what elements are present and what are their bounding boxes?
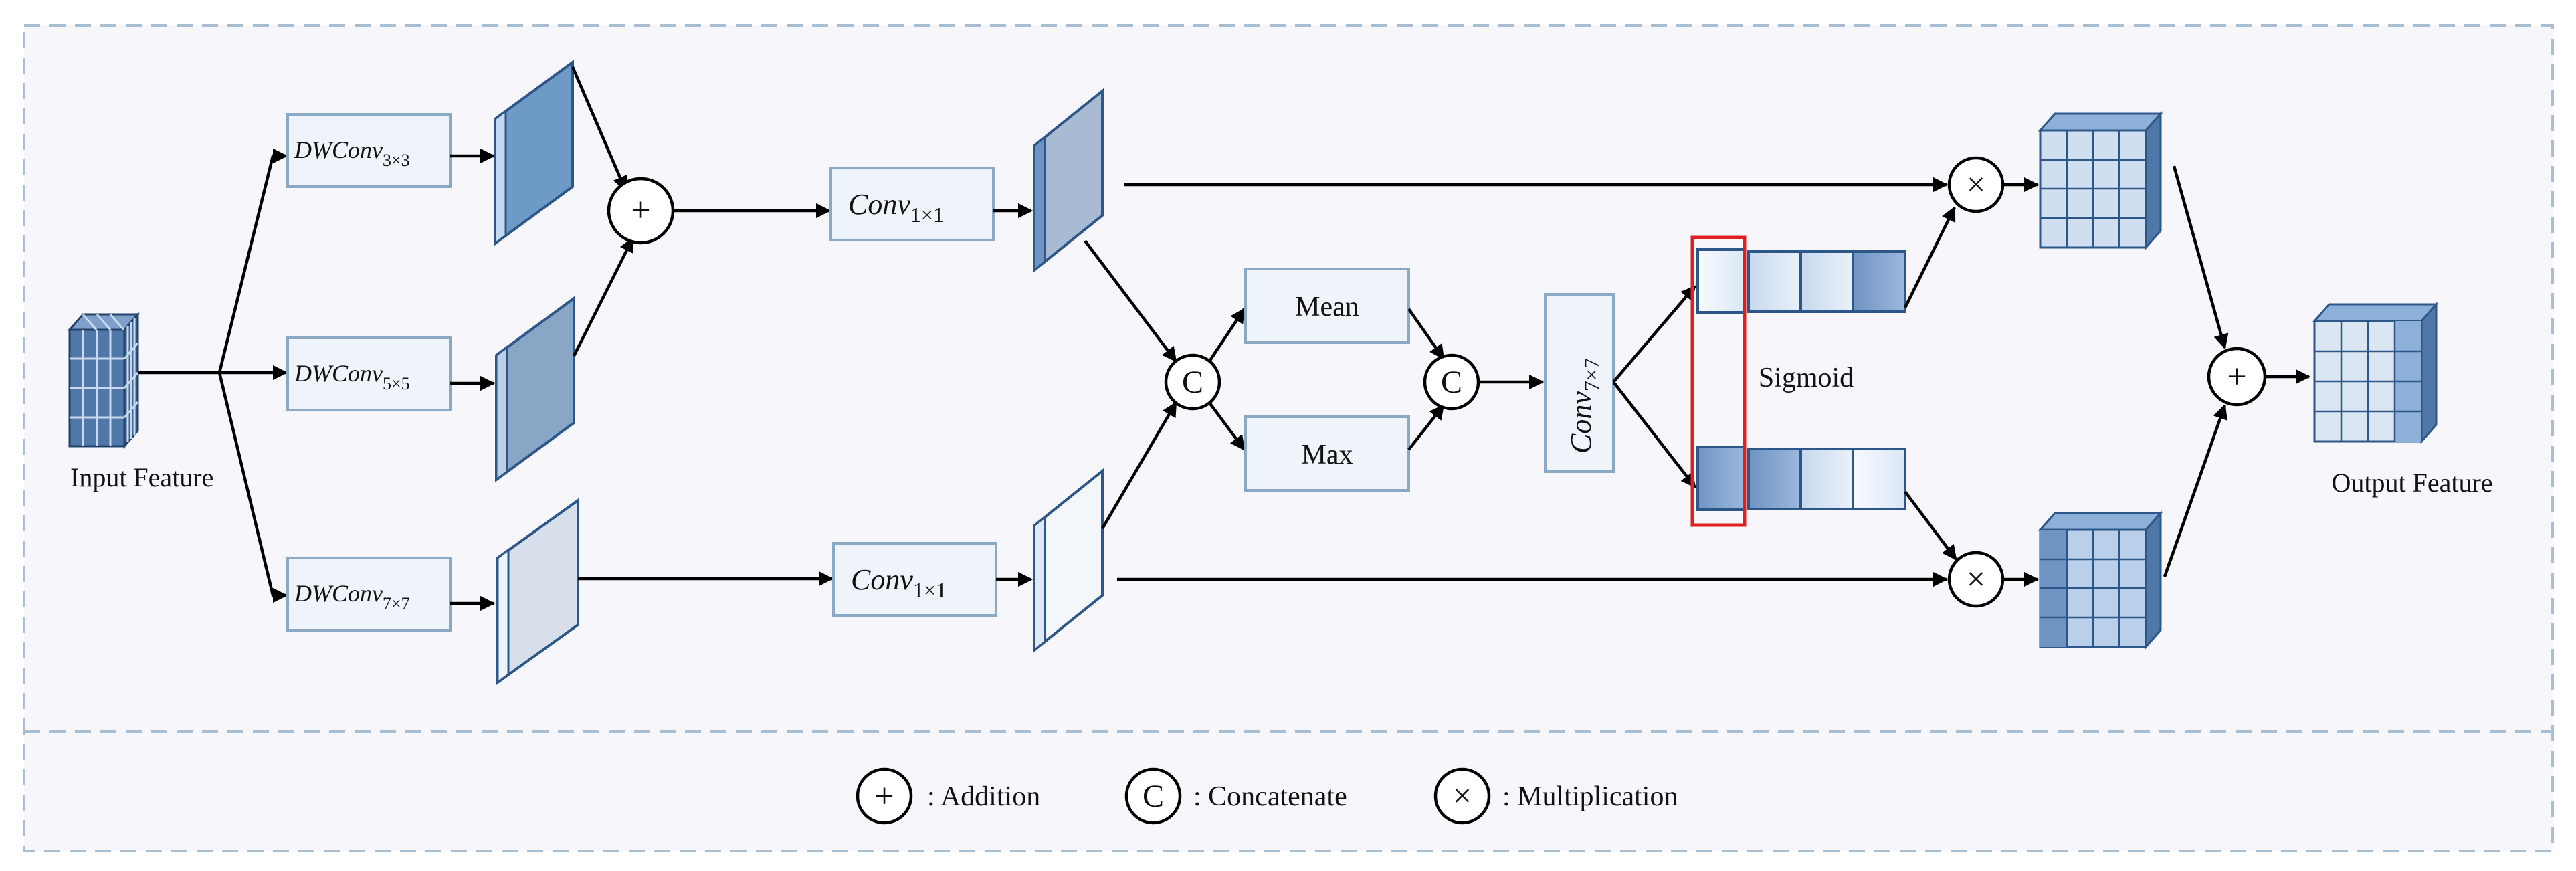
edge-map-top-to-concat1 bbox=[1084, 239, 1177, 363]
edge-conv7-to-weights-top bbox=[1612, 285, 1696, 383]
add-operator-final-symbol: + bbox=[2227, 358, 2246, 396]
edge-input-to-dwconv7 bbox=[217, 372, 288, 603]
concat-operator-1 bbox=[1164, 353, 1221, 411]
mean-block: Mean bbox=[1244, 268, 1410, 344]
concat-operator-1-symbol: C bbox=[1182, 365, 1203, 400]
edge-weights-top-to-multiply bbox=[1903, 205, 1957, 308]
edge-map3-to-add bbox=[571, 66, 627, 192]
svg-text:DWConv7×7: DWConv7×7 bbox=[294, 580, 410, 613]
dwconv5-subscript: 5×5 bbox=[383, 374, 410, 393]
conv7-subscript: 7×7 bbox=[1579, 358, 1603, 391]
sigmoid-label: Sigmoid bbox=[1759, 363, 1854, 393]
edge-cube-top-to-add bbox=[2172, 165, 2229, 350]
dwconv7-block: DWConv7×7 bbox=[286, 557, 452, 632]
dwconv7-subscript: 7×7 bbox=[383, 594, 410, 613]
multiply-operator-bottom-symbol: × bbox=[1967, 560, 1985, 597]
output-feature-label: Output Feature bbox=[2331, 468, 2492, 498]
attention-weights-top bbox=[1696, 248, 1906, 314]
conv1-top-label: Conv bbox=[848, 188, 910, 221]
add-operator-top-symbol: + bbox=[631, 191, 650, 229]
edge-conv7-to-weights-bottom bbox=[1612, 381, 1696, 488]
legend-addition-symbol: + bbox=[874, 777, 894, 815]
legend-multiplication-icon bbox=[1433, 767, 1491, 825]
svg-text:DWConv3×3: DWConv3×3 bbox=[294, 136, 410, 170]
conv1-bottom-label: Conv bbox=[851, 563, 913, 596]
edge-input-to-dwconv3 bbox=[217, 148, 288, 373]
feature-map-conv1-bottom bbox=[1033, 468, 1104, 654]
feature-map-dw7 bbox=[496, 498, 579, 685]
legend-concatenate-label: : Concatenate bbox=[1193, 781, 1347, 812]
svg-text:Conv1×1: Conv1×1 bbox=[851, 563, 947, 602]
edge-map-bottom-to-concat1 bbox=[1101, 401, 1177, 530]
feature-map-conv1-top bbox=[1033, 88, 1104, 274]
dwconv3-subscript: 3×3 bbox=[383, 151, 410, 170]
max-label: Max bbox=[1302, 440, 1353, 470]
conv1-bottom-block: Conv1×1 bbox=[832, 542, 997, 617]
edge-concat1-to-mean bbox=[1208, 308, 1246, 363]
conv7-block: Conv7×7 bbox=[1544, 293, 1615, 473]
conv1-top-block: Conv1×1 bbox=[829, 167, 995, 241]
conv1-top-subscript: 1×1 bbox=[910, 203, 944, 227]
input-feature-cube bbox=[67, 311, 140, 450]
max-block: Max bbox=[1244, 415, 1410, 492]
legend-multiplication-symbol: × bbox=[1453, 777, 1472, 814]
conv7-label: Conv bbox=[1565, 391, 1597, 454]
svg-text:DWConv5×5: DWConv5×5 bbox=[294, 360, 410, 393]
dwconv5-block: DWConv5×5 bbox=[286, 336, 452, 411]
attention-weights-bottom bbox=[1696, 446, 1906, 511]
feature-map-dw3 bbox=[494, 60, 574, 246]
svg-text:Conv1×1: Conv1×1 bbox=[848, 188, 944, 227]
legend-concatenate-symbol: C bbox=[1143, 779, 1164, 814]
concat-operator-2-symbol: C bbox=[1441, 365, 1462, 400]
mean-label: Mean bbox=[1295, 292, 1359, 322]
edge-concat1-to-max bbox=[1208, 401, 1246, 451]
dwconv7-label: DWConv bbox=[294, 580, 383, 607]
edge-mean-to-concat2 bbox=[1407, 308, 1445, 360]
edge-map5-to-add bbox=[572, 236, 635, 357]
legend: + : Addition C : Concatenate × : Multipl… bbox=[856, 767, 1678, 825]
edge-weights-bottom-to-multiply bbox=[1904, 490, 1957, 561]
conv1-bottom-subscript: 1×1 bbox=[913, 578, 947, 602]
legend-concatenate-icon bbox=[1124, 767, 1182, 825]
multiply-operator-top-symbol: × bbox=[1967, 165, 1985, 203]
legend-addition-icon bbox=[856, 767, 913, 825]
edge-cube-bottom-to-add bbox=[2163, 403, 2227, 577]
feature-map-dw5 bbox=[495, 296, 575, 482]
output-feature-cube bbox=[2312, 302, 2439, 444]
dwconv3-block: DWConv3×3 bbox=[286, 113, 452, 188]
weighted-cube-top bbox=[2038, 111, 2163, 250]
edge-max-to-concat2 bbox=[1407, 404, 1445, 451]
legend-addition-label: : Addition bbox=[927, 781, 1040, 812]
legend-multiplication-label: : Multiplication bbox=[1502, 781, 1678, 812]
dwconv5-label: DWConv bbox=[294, 360, 383, 387]
svg-text:Conv7×7: Conv7×7 bbox=[1565, 358, 1603, 454]
weighted-cube-bottom bbox=[2038, 510, 2163, 650]
sigmoid-highlight-box bbox=[1690, 235, 1747, 527]
input-feature-label: Input Feature bbox=[70, 462, 213, 492]
dwconv3-label: DWConv bbox=[294, 136, 383, 163]
